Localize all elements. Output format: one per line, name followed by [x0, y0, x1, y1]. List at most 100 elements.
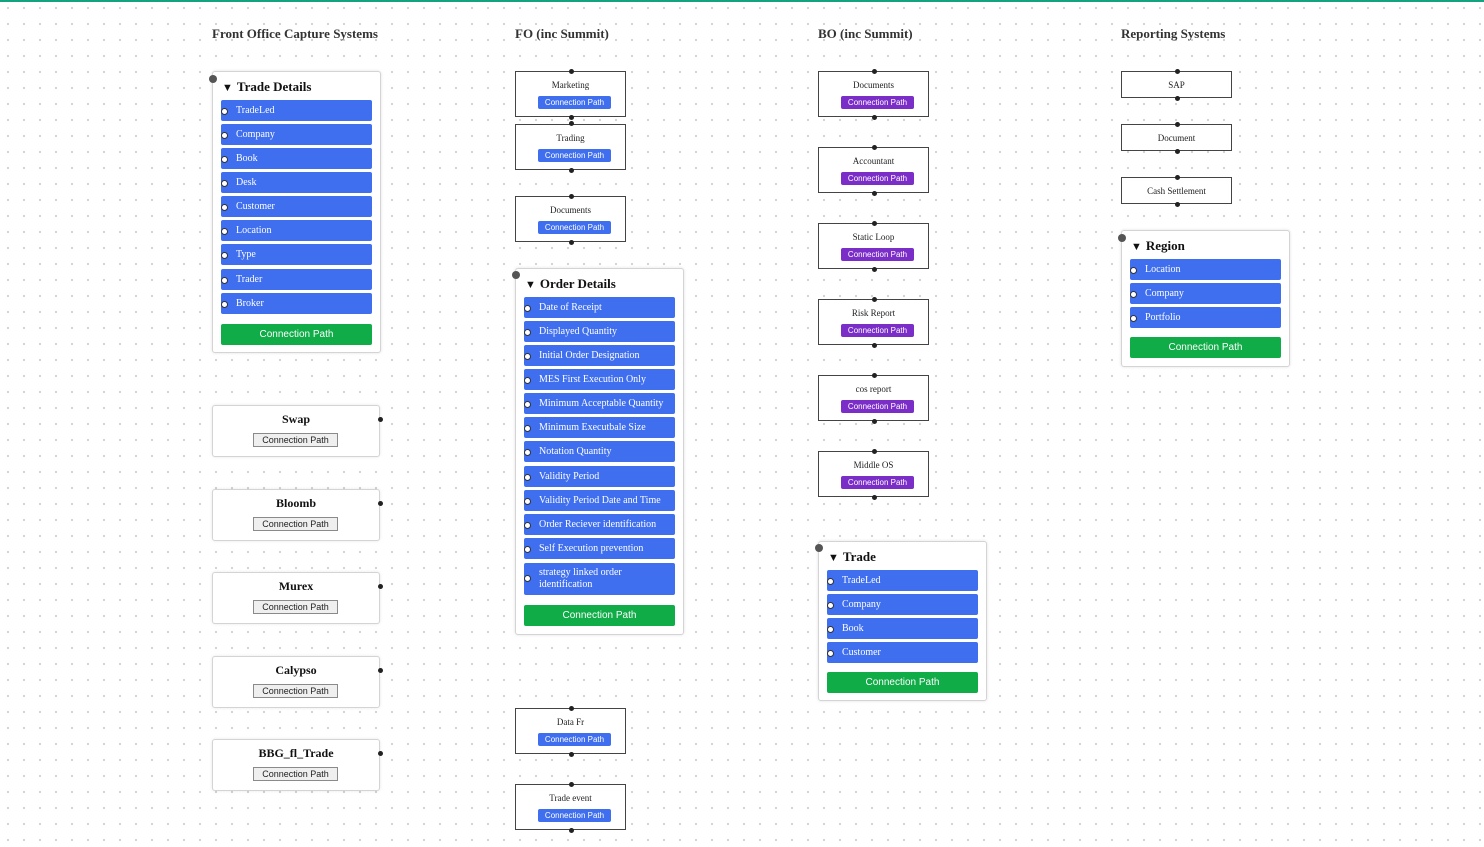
- output-port-icon[interactable]: [378, 501, 383, 506]
- collapse-triangle-icon[interactable]: ▼: [828, 552, 839, 564]
- connection-path-button[interactable]: Connection Path: [538, 733, 611, 746]
- field-port-icon[interactable]: [221, 252, 228, 259]
- field-row[interactable]: Customer: [221, 196, 372, 217]
- output-port-icon[interactable]: [1175, 96, 1180, 101]
- field-row[interactable]: Location: [221, 220, 372, 241]
- trade-group[interactable]: ▼Trade TradeLed Company Book Customer Co…: [818, 541, 987, 701]
- order-details-header[interactable]: ▼Order Details: [525, 276, 616, 292]
- field-port-icon[interactable]: [221, 180, 228, 187]
- input-port-icon[interactable]: [1175, 69, 1180, 74]
- output-port-icon[interactable]: [569, 240, 574, 245]
- input-port-icon[interactable]: [872, 221, 877, 226]
- group-handle-icon[interactable]: [1118, 234, 1126, 242]
- collapse-triangle-icon[interactable]: ▼: [222, 82, 233, 94]
- connection-path-button[interactable]: Connection Path: [221, 324, 372, 345]
- input-port-icon[interactable]: [872, 373, 877, 378]
- input-port-icon[interactable]: [569, 121, 574, 126]
- output-port-icon[interactable]: [378, 668, 383, 673]
- connection-path-button[interactable]: Connection Path: [1130, 337, 1281, 358]
- field-port-icon[interactable]: [524, 425, 531, 432]
- field-row[interactable]: MES First Execution Only: [524, 369, 675, 390]
- field-row[interactable]: Type: [221, 244, 372, 265]
- output-port-icon[interactable]: [1175, 202, 1180, 207]
- field-row[interactable]: TradeLed: [827, 570, 978, 591]
- field-row[interactable]: Self Execution prevention: [524, 538, 675, 559]
- source-card-swap[interactable]: Swap Connection Path: [212, 405, 380, 457]
- field-row[interactable]: Desk: [221, 172, 372, 193]
- output-port-icon[interactable]: [872, 191, 877, 196]
- field-row[interactable]: Location: [1130, 259, 1281, 280]
- connection-path-button[interactable]: Connection Path: [841, 476, 914, 489]
- output-port-icon[interactable]: [378, 751, 383, 756]
- order-details-group[interactable]: ▼Order Details Date of Receipt Displayed…: [515, 268, 684, 635]
- field-port-icon[interactable]: [827, 650, 834, 657]
- input-port-icon[interactable]: [872, 297, 877, 302]
- connection-path-button[interactable]: Connection Path: [253, 767, 338, 781]
- connection-path-button[interactable]: Connection Path: [841, 324, 914, 337]
- collapse-triangle-icon[interactable]: ▼: [1131, 241, 1142, 253]
- connection-path-button[interactable]: Connection Path: [253, 600, 338, 614]
- field-row[interactable]: Portfolio: [1130, 307, 1281, 328]
- connection-path-button[interactable]: Connection Path: [524, 605, 675, 626]
- field-port-icon[interactable]: [524, 401, 531, 408]
- output-port-icon[interactable]: [569, 168, 574, 173]
- field-port-icon[interactable]: [221, 156, 228, 163]
- group-handle-icon[interactable]: [815, 544, 823, 552]
- output-port-icon[interactable]: [378, 584, 383, 589]
- input-port-icon[interactable]: [569, 69, 574, 74]
- connection-path-button[interactable]: Connection Path: [538, 149, 611, 162]
- connection-path-button[interactable]: Connection Path: [538, 221, 611, 234]
- input-port-icon[interactable]: [872, 69, 877, 74]
- field-port-icon[interactable]: [1130, 291, 1137, 298]
- node-sap[interactable]: SAP: [1121, 71, 1232, 98]
- field-port-icon[interactable]: [524, 305, 531, 312]
- source-card-murex[interactable]: Murex Connection Path: [212, 572, 380, 624]
- trade-details-header[interactable]: ▼Trade Details: [222, 79, 311, 95]
- trade-header[interactable]: ▼Trade: [828, 549, 876, 565]
- input-port-icon[interactable]: [569, 706, 574, 711]
- connection-path-button[interactable]: Connection Path: [841, 96, 914, 109]
- field-row[interactable]: Customer: [827, 642, 978, 663]
- field-row[interactable]: Company: [1130, 283, 1281, 304]
- source-card-bloomb[interactable]: Bloomb Connection Path: [212, 489, 380, 541]
- input-port-icon[interactable]: [569, 194, 574, 199]
- field-port-icon[interactable]: [1130, 315, 1137, 322]
- input-port-icon[interactable]: [569, 782, 574, 787]
- field-row[interactable]: Minimum Executbale Size: [524, 417, 675, 438]
- collapse-triangle-icon[interactable]: ▼: [525, 279, 536, 291]
- region-header[interactable]: ▼Region: [1131, 238, 1185, 254]
- field-row[interactable]: Order Reciever identification: [524, 514, 675, 535]
- output-port-icon[interactable]: [872, 495, 877, 500]
- output-port-icon[interactable]: [569, 828, 574, 833]
- field-port-icon[interactable]: [524, 522, 531, 529]
- field-row[interactable]: Book: [221, 148, 372, 169]
- output-port-icon[interactable]: [872, 267, 877, 272]
- output-port-icon[interactable]: [872, 343, 877, 348]
- field-port-icon[interactable]: [221, 108, 228, 115]
- field-row[interactable]: Notation Quantity: [524, 441, 675, 462]
- field-row[interactable]: Company: [827, 594, 978, 615]
- node-cos-report[interactable]: cos report Connection Path: [818, 375, 929, 421]
- field-row[interactable]: Displayed Quantity: [524, 321, 675, 342]
- field-port-icon[interactable]: [1130, 267, 1137, 274]
- node-risk-report[interactable]: Risk Report Connection Path: [818, 299, 929, 345]
- source-card-bbg[interactable]: BBG_fl_Trade Connection Path: [212, 739, 380, 791]
- field-port-icon[interactable]: [221, 301, 228, 308]
- node-documents[interactable]: Documents Connection Path: [515, 196, 626, 242]
- node-accountant[interactable]: Accountant Connection Path: [818, 147, 929, 193]
- field-row[interactable]: Minimum Acceptable Quantity: [524, 393, 675, 414]
- region-group[interactable]: ▼Region Location Company Portfolio Conne…: [1121, 230, 1290, 367]
- field-port-icon[interactable]: [524, 575, 531, 582]
- field-port-icon[interactable]: [524, 329, 531, 336]
- output-port-icon[interactable]: [872, 115, 877, 120]
- input-port-icon[interactable]: [872, 145, 877, 150]
- input-port-icon[interactable]: [1175, 175, 1180, 180]
- field-row[interactable]: Trader: [221, 269, 372, 290]
- field-port-icon[interactable]: [524, 498, 531, 505]
- connection-path-button[interactable]: Connection Path: [841, 172, 914, 185]
- field-port-icon[interactable]: [221, 277, 228, 284]
- connection-path-button[interactable]: Connection Path: [827, 672, 978, 693]
- field-row[interactable]: Book: [827, 618, 978, 639]
- input-port-icon[interactable]: [872, 449, 877, 454]
- field-port-icon[interactable]: [221, 132, 228, 139]
